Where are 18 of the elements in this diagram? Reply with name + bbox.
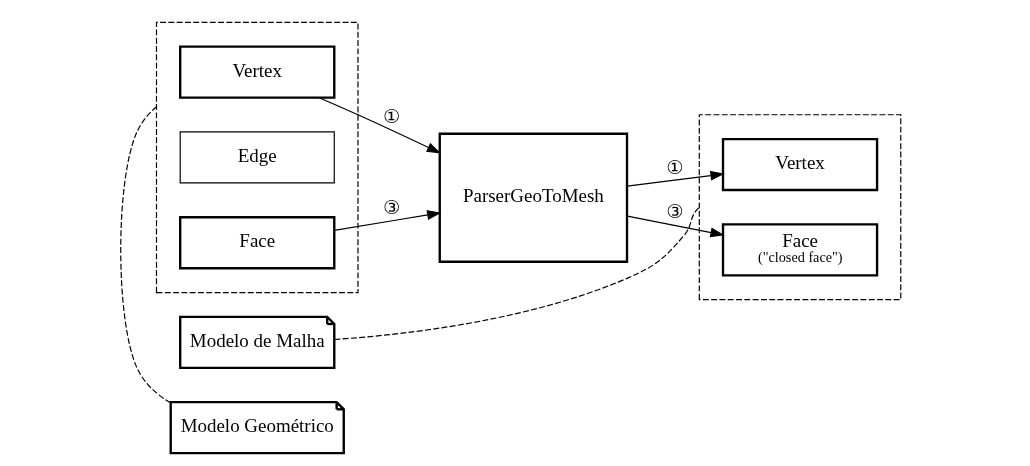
edge-label: ③	[666, 199, 683, 222]
arrow	[626, 215, 725, 238]
node-box: Edge	[179, 131, 335, 184]
connector	[119, 106, 171, 404]
cluster	[698, 114, 901, 301]
cluster	[155, 21, 359, 294]
node-box: Vertex	[721, 137, 878, 192]
edge-label: ①	[382, 104, 400, 127]
node-box: Face ("closed face")	[721, 223, 878, 277]
arrow	[333, 210, 441, 231]
node-box: Vertex	[178, 45, 335, 99]
arrow	[318, 97, 441, 154]
arrow	[626, 170, 725, 187]
edge-label: ③	[382, 196, 400, 219]
node-box: Face	[178, 216, 335, 270]
edge-label: ①	[666, 155, 683, 178]
node-box: ParserGeoToMesh	[438, 132, 628, 263]
connector	[333, 206, 700, 341]
